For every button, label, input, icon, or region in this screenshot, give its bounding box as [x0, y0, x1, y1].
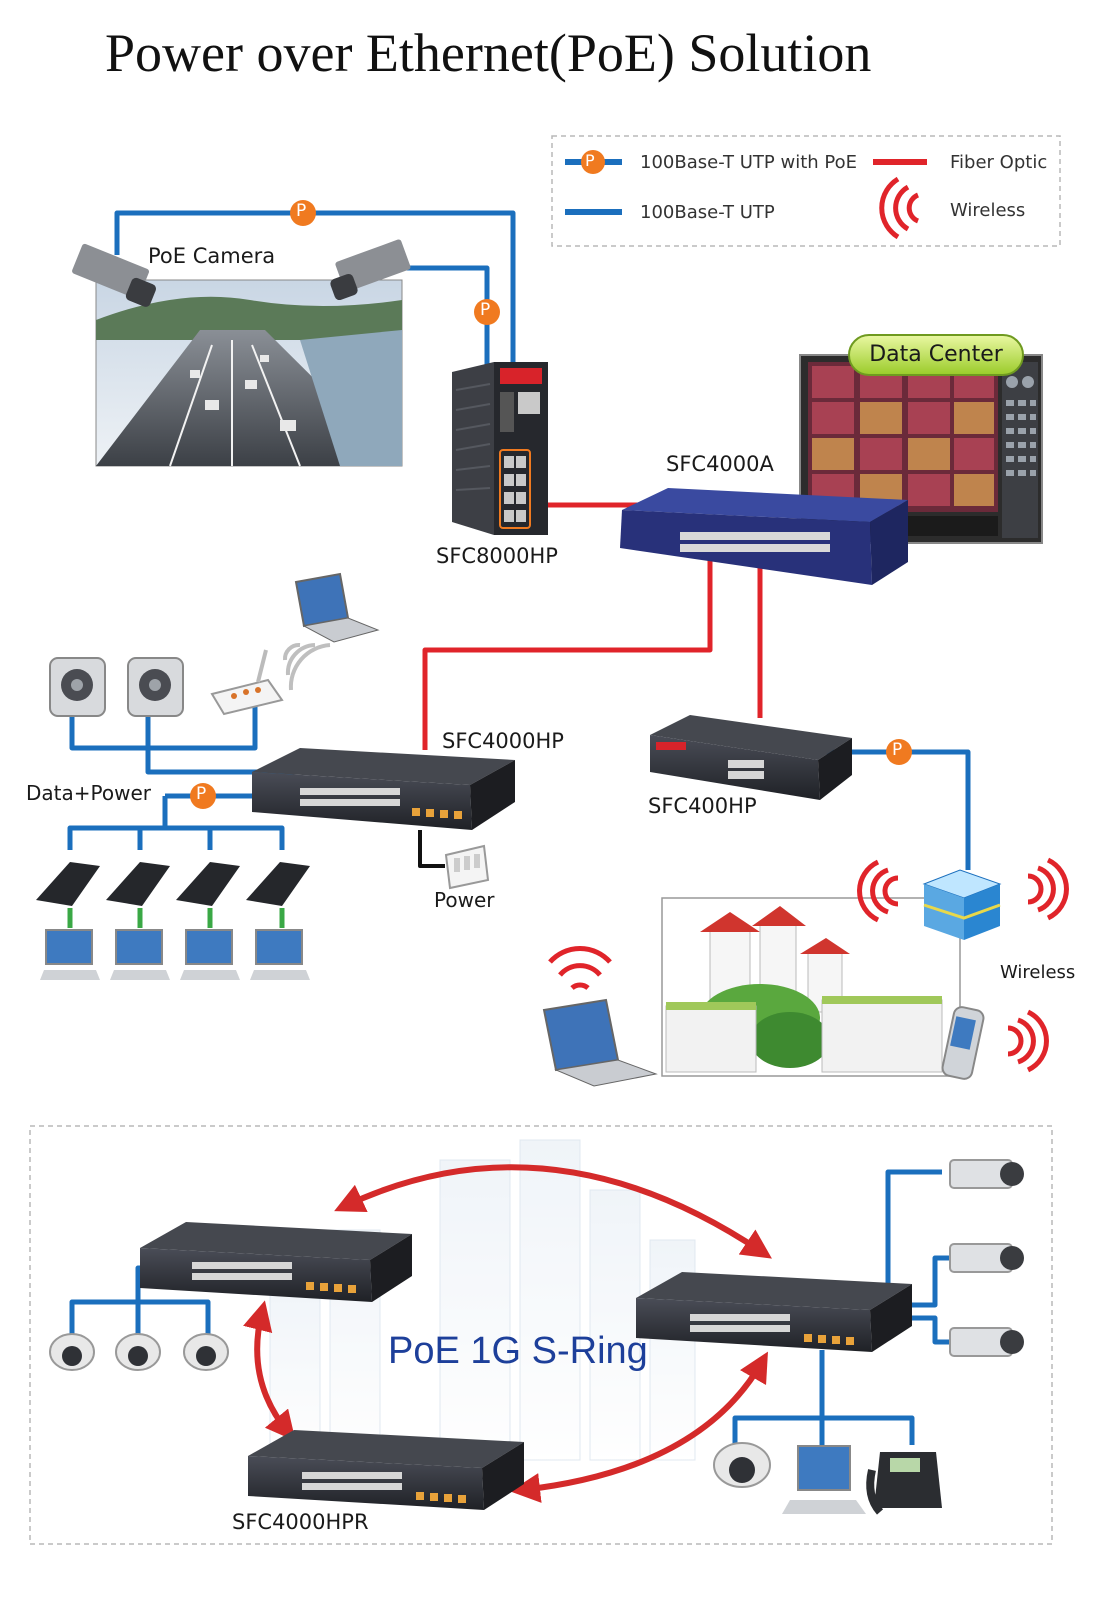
legend-wireless-icon: [879, 176, 920, 240]
cable-bullet-cam3: [905, 1315, 955, 1345]
ring-switch-right: [636, 1272, 912, 1352]
ring-title: PoE 1G S-Ring: [388, 1330, 648, 1372]
wireless-signal-router: [282, 642, 331, 691]
ip-phone-4: [246, 862, 310, 906]
ip-phone-2: [106, 862, 170, 906]
pc-4: [250, 929, 310, 980]
pc-3: [180, 929, 240, 980]
poe-camera-label: PoE Camera: [148, 244, 276, 268]
bullet-camera-1: [949, 1159, 1024, 1189]
legend-wireless-label: Wireless: [950, 200, 1026, 221]
poe-badge-1: [290, 200, 316, 226]
ring-monitor: [782, 1445, 866, 1514]
ring-desk-phone: [866, 1452, 942, 1515]
ring-arrow-left: [243, 1300, 296, 1442]
laptop-bottom: [542, 998, 658, 1087]
cable-data-to-sfc4000hp: [145, 705, 300, 775]
dome-camera-3: [183, 1333, 229, 1371]
page-title: Power over Ethernet(PoE) Solution: [105, 23, 872, 83]
ring-arrow-right: [510, 1351, 768, 1503]
sfc8000hp-device: [452, 362, 548, 535]
sfc4000hpr-label: SFC4000HPR: [232, 1510, 369, 1534]
cable-cameras-router: [69, 705, 258, 751]
ip-phone-3: [176, 862, 240, 906]
city-buildings-panel: [661, 897, 961, 1077]
poe-badge-letter: P: [892, 740, 903, 760]
wireless-router: [210, 649, 284, 716]
sfc4000a-label: SFC4000A: [666, 452, 774, 476]
sfc4000hp-label: SFC4000HP: [442, 729, 564, 753]
bullet-camera-3: [949, 1327, 1024, 1357]
desktop-pcs: [40, 929, 310, 980]
dome-camera-4: [713, 1442, 771, 1488]
ring-arrow-top: [334, 1164, 772, 1259]
legend-utp-poe-label: 100Base-T UTP with PoE: [640, 152, 858, 173]
wireless-access-point: [922, 869, 1002, 940]
ring-switch-bottom: [248, 1430, 524, 1510]
poe-camera-2: [330, 239, 411, 301]
poe-badges: [190, 200, 912, 809]
ring-arrows: [243, 1164, 772, 1503]
fiber-sfc4000a-sfc4000hp: [422, 555, 713, 750]
cable-bullet-cam1: [885, 1169, 942, 1295]
bullet-cameras: [949, 1159, 1024, 1357]
ip-speaker-1: [49, 657, 106, 717]
legend-fiber-label: Fiber Optic: [950, 152, 1048, 173]
smartphone: [941, 1006, 985, 1080]
cable-camera2-sfc8000hp: [405, 265, 490, 365]
sfc400hp-device: [650, 715, 852, 800]
bullet-camera-2: [949, 1243, 1024, 1273]
sfc4000hp-device: [252, 748, 515, 830]
poe-badge-3: [190, 783, 216, 809]
poe-badge-4: [886, 739, 912, 765]
ip-speaker-2: [127, 657, 184, 717]
ip-phone-1: [36, 862, 100, 906]
sfc4000a-device: [620, 488, 908, 585]
sfc8000hp-label: SFC8000HP: [436, 544, 558, 568]
dome-cameras: [49, 1333, 771, 1488]
poe-badge-letter: P: [480, 300, 491, 320]
cable-bullet-cam2: [905, 1255, 955, 1308]
dome-camera-2: [115, 1333, 161, 1371]
cable-power: [418, 830, 445, 868]
camera-photo: [95, 279, 403, 467]
pc-1: [40, 929, 100, 980]
legend-poe-badge: [581, 150, 605, 174]
data-power-label: Data+Power: [26, 781, 151, 805]
legend-utp-label: 100Base-T UTP: [640, 202, 775, 223]
poe-badge-letter: P: [196, 784, 207, 804]
power-supply: [444, 844, 490, 890]
data-center-label: Data Center: [848, 334, 1024, 376]
wireless-signals: [548, 857, 1069, 1073]
ip-phones: [36, 862, 310, 906]
wireless-label: Wireless: [1000, 962, 1076, 983]
laptop-top: [294, 572, 380, 643]
ring-switch-left: [140, 1222, 412, 1302]
legend: [551, 135, 1061, 247]
poe-badge-letter: P: [585, 151, 595, 170]
pc-2: [110, 929, 170, 980]
cable-phone-bus: [67, 825, 285, 850]
poe-badge-letter: P: [296, 201, 307, 221]
poe-camera-1: [72, 243, 156, 307]
power-label: Power: [434, 888, 495, 912]
poe-badge-2: [474, 299, 500, 325]
legend-box: [551, 135, 1061, 247]
cable-sfc400hp-wireless-ap: [820, 749, 971, 870]
dome-camera-1: [49, 1333, 95, 1371]
sfc400hp-label: SFC400HP: [648, 794, 757, 818]
